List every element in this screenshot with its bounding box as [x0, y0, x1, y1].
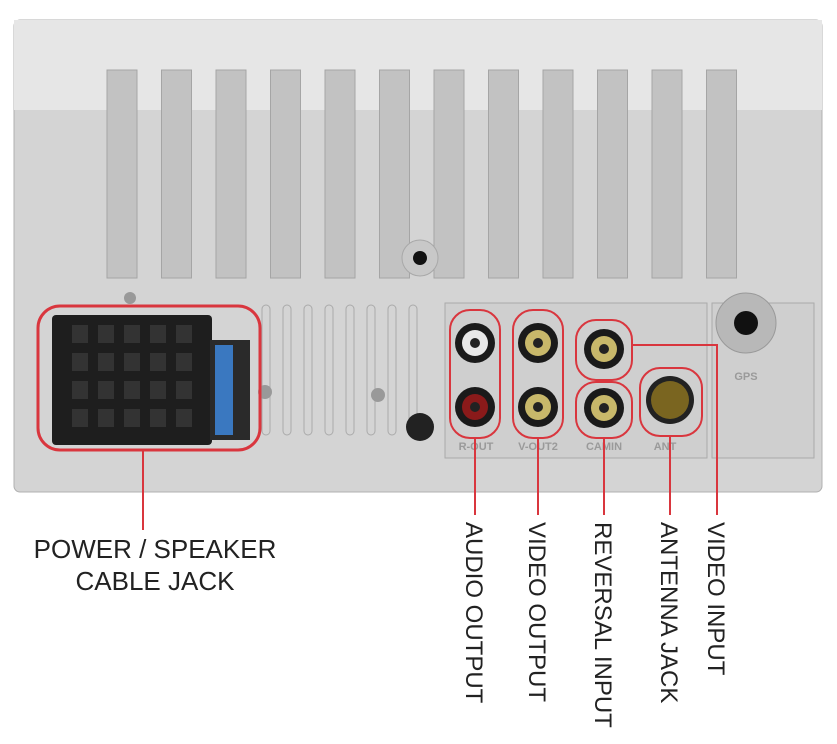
connector-pin [124, 381, 140, 399]
fin [270, 69, 301, 279]
connector-pin [72, 409, 88, 427]
connector-pin [176, 409, 192, 427]
video-input-label: VIDEO INPUT [702, 522, 729, 676]
video-output-label: VIDEO OUTPUT [523, 522, 550, 702]
screw [371, 388, 385, 402]
antenna-jack-label: ANTENNA JACK [655, 522, 682, 703]
connector-pin [98, 409, 114, 427]
connector-pin [124, 353, 140, 371]
fin [161, 69, 192, 279]
vent-slot [324, 304, 334, 436]
connector-pin [176, 325, 192, 343]
reversal-input-label: REVERSAL INPUT [589, 522, 616, 728]
connector-pin [72, 353, 88, 371]
vent-slot [387, 304, 397, 436]
ant-label: ANT [654, 441, 677, 453]
fin [215, 69, 247, 279]
connector-pin [150, 325, 166, 343]
cable-jack-label: CABLE JACK [76, 566, 236, 596]
connector-pin [150, 409, 166, 427]
heat-sink-fins [106, 69, 737, 279]
connector-pin [72, 325, 88, 343]
power-speaker-connector [52, 315, 212, 445]
connector-pin [150, 381, 166, 399]
connector-pin [176, 381, 192, 399]
connector-pin [150, 353, 166, 371]
gps-label: GPS [734, 371, 757, 383]
fin [488, 69, 519, 279]
vent-slot [345, 304, 355, 436]
connector-pin [98, 381, 114, 399]
fin [379, 69, 410, 279]
connector-pin [176, 353, 192, 371]
connector-pin [124, 325, 140, 343]
power-connector-highlight [36, 304, 262, 452]
video-input-highlight [575, 319, 633, 381]
vent-slot [261, 304, 271, 436]
vent-slot [303, 304, 313, 436]
vent-slot [366, 304, 376, 436]
connector-pin [72, 381, 88, 399]
fin [706, 69, 737, 279]
fin [651, 69, 683, 279]
aux-jack [406, 413, 434, 441]
fin [324, 69, 356, 279]
connector-pin [98, 353, 114, 371]
fin [542, 69, 574, 279]
fin [433, 69, 465, 279]
fin [106, 69, 138, 279]
power-speaker-label: POWER / SPEAKER [34, 534, 277, 564]
vent-slots [261, 304, 418, 436]
screw [124, 292, 136, 304]
connector-pin [124, 409, 140, 427]
fin [597, 69, 628, 279]
vent-slot [282, 304, 292, 436]
connector-pin [98, 325, 114, 343]
r-out-label: R-OUT [459, 441, 494, 453]
audio-output-label: AUDIO OUTPUT [460, 522, 487, 704]
